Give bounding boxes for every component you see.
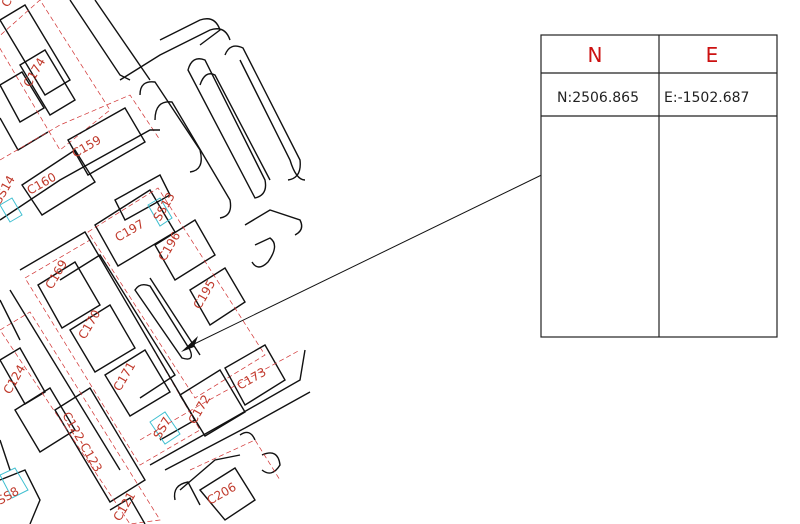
plot-labels: C175 C174 C159 C160 SS14 C197 SS13 C196 …: [0, 0, 269, 524]
plot-label: SS7: [150, 415, 174, 442]
plot-label: SS13: [150, 190, 177, 223]
plot-label: C171: [110, 359, 138, 393]
coordinate-table: N E N:2506.865 E:-1502.687: [540, 34, 778, 338]
plot-label: C173: [235, 365, 269, 393]
column-header-n: N: [588, 43, 603, 67]
easting-value: E:-1502.687: [664, 90, 749, 106]
plot-label: C195: [190, 277, 218, 311]
plot-label: C122-C123: [59, 410, 105, 475]
column-header-e: E: [706, 43, 719, 67]
plot-label: C169: [42, 257, 70, 291]
plot-label: SS14: [0, 173, 18, 206]
plot-label: C172: [185, 392, 213, 426]
arrowhead-icon: [181, 336, 198, 352]
plot-label: C197: [113, 217, 147, 245]
leader-arrow: [181, 165, 561, 352]
plot-label: C196: [155, 229, 183, 263]
plot-label: SS8: [0, 484, 21, 508]
northing-value: N:2506.865: [557, 90, 639, 106]
plot-label: C160: [25, 170, 59, 198]
site-plan-linework: [0, 0, 311, 524]
plot-label: C175: [0, 0, 26, 10]
